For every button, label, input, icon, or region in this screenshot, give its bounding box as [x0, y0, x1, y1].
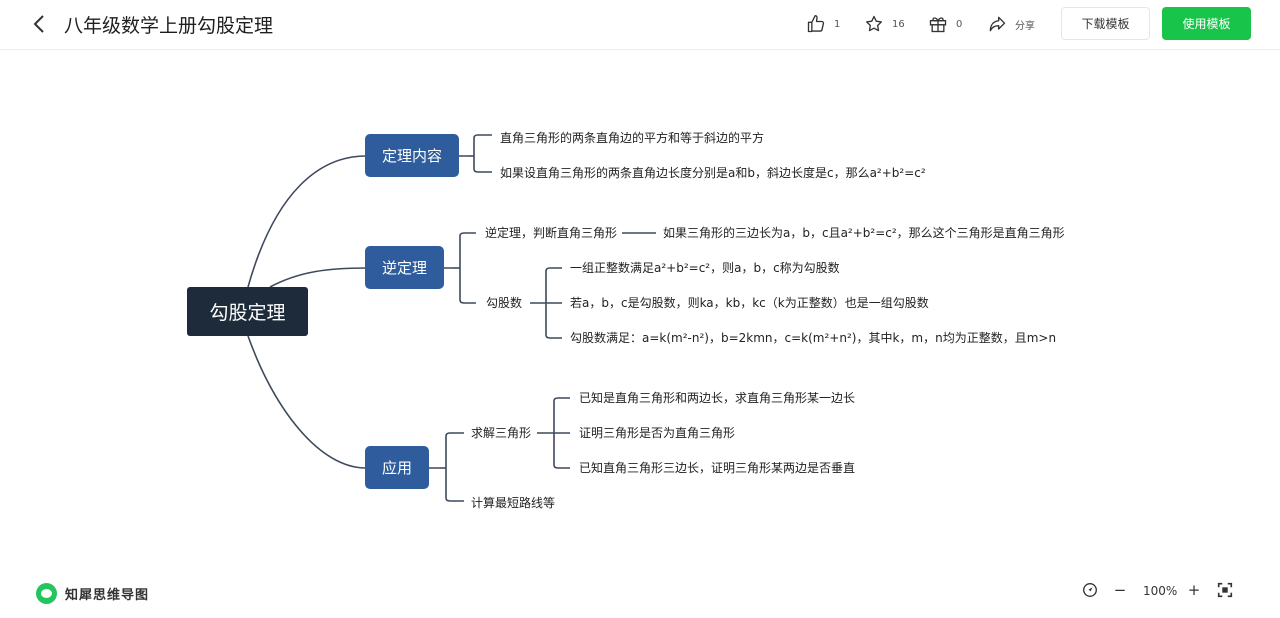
- page-title: 八年级数学上册勾股定理: [64, 15, 274, 37]
- leaf-theorem-formula[interactable]: 如果设直角三角形的两条直角边长度分别是a和b，斜边长度是c，那么a²+b²=c²: [500, 166, 926, 180]
- leaf-triples-multiple[interactable]: 若a，b，c是勾股数，则ka，kb，kc（k为正整数）也是一组勾股数: [570, 296, 929, 310]
- share-icon: [989, 16, 1006, 32]
- star-icon: [866, 15, 882, 32]
- leaf-converse-detail[interactable]: 如果三角形的三边长为a，b，c且a²+b²=c²，那么这个三角形是直角三角形: [663, 226, 1065, 240]
- connector-lines: [247, 134, 656, 502]
- like-count: 1: [834, 18, 841, 30]
- mindmap-canvas[interactable]: 勾股定理 定理内容 直角三角形的两条直角边的平方和等于斜边的平方 如果设直角三角…: [0, 51, 1280, 618]
- back-icon[interactable]: [28, 12, 52, 36]
- star-button[interactable]: 16: [864, 13, 905, 35]
- gift-button[interactable]: 0: [928, 13, 962, 35]
- branch-converse-theorem[interactable]: 逆定理: [365, 246, 444, 289]
- root-node[interactable]: 勾股定理: [187, 287, 308, 336]
- top-bar: 八年级数学上册勾股定理 1 16 0 分享 下载模板 使用模板: [0, 0, 1280, 50]
- share-label: 分享: [1015, 20, 1035, 32]
- fit-screen-icon[interactable]: [1215, 580, 1235, 600]
- leaf-pythagorean-triples[interactable]: 勾股数: [486, 296, 523, 310]
- brand-logo-icon: [36, 583, 57, 604]
- brand-name: 知犀思维导图: [65, 588, 150, 603]
- like-button[interactable]: 1: [806, 13, 840, 35]
- leaf-theorem-statement[interactable]: 直角三角形的两条直角边的平方和等于斜边的平方: [500, 131, 765, 145]
- zoom-level: 100%: [1143, 584, 1178, 598]
- leaf-shortest-path[interactable]: 计算最短路线等: [471, 496, 556, 510]
- share-button[interactable]: 分享: [987, 13, 1035, 35]
- gift-count: 0: [956, 18, 963, 30]
- leaf-converse-judge[interactable]: 逆定理，判断直角三角形: [485, 226, 618, 240]
- star-count: 16: [892, 18, 905, 30]
- brand-logo[interactable]: 知犀思维导图: [36, 583, 149, 604]
- branch-application[interactable]: 应用: [365, 446, 429, 489]
- branch-theorem-content[interactable]: 定理内容: [365, 134, 459, 177]
- like-icon: [807, 15, 825, 33]
- zoom-out-button[interactable]: −: [1113, 581, 1127, 599]
- locate-icon[interactable]: [1080, 580, 1100, 600]
- use-template-button[interactable]: 使用模板: [1162, 7, 1251, 40]
- leaf-triples-formula[interactable]: 勾股数满足：a=k(m²-n²)，b=2kmn，c=k(m²+n²)，其中k，m…: [570, 331, 1057, 345]
- leaf-solve-side[interactable]: 已知是直角三角形和两边长，求直角三角形某一边长: [579, 391, 856, 405]
- leaf-solve-triangle[interactable]: 求解三角形: [471, 426, 532, 440]
- download-template-button[interactable]: 下载模板: [1061, 7, 1150, 40]
- zoom-in-button[interactable]: +: [1187, 581, 1201, 599]
- leaf-prove-right-triangle[interactable]: 证明三角形是否为直角三角形: [579, 426, 736, 440]
- leaf-triples-definition[interactable]: 一组正整数满足a²+b²=c²，则a，b，c称为勾股数: [570, 261, 840, 275]
- gift-icon: [929, 17, 947, 33]
- leaf-prove-perpendicular[interactable]: 已知直角三角形三边长，证明三角形某两边是否垂直: [579, 461, 856, 475]
